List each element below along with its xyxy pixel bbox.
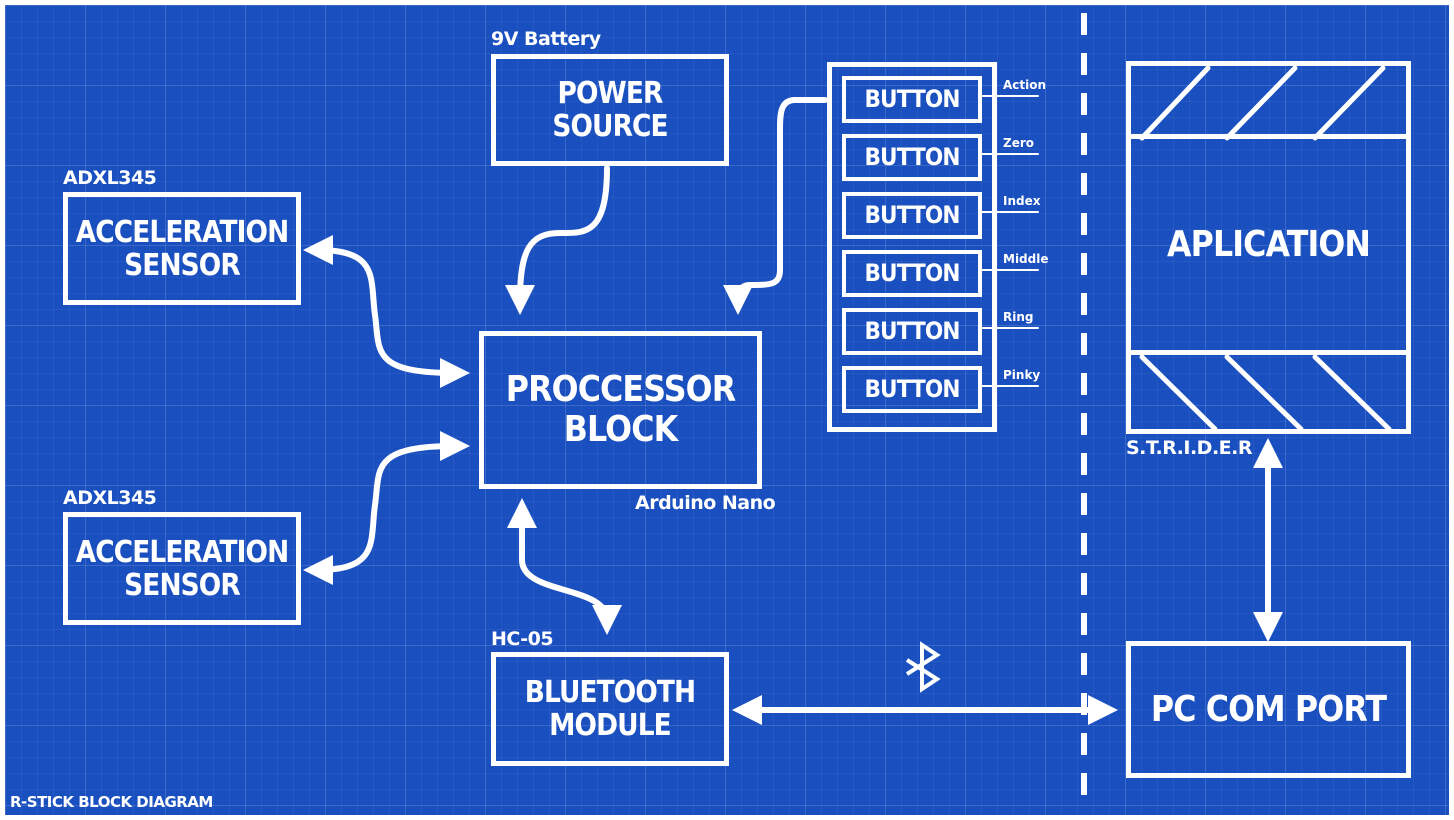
button-middle-box [842,250,982,297]
application-caption: S.T.R.I.D.E.R [1126,437,1253,459]
application-label: APLICATION [1166,223,1371,265]
button-ring-role: Ring [1003,310,1034,324]
bluetooth-module-label: BLUETOOTH MODULE [505,652,714,766]
button-ring-box [842,308,982,355]
sensor2-chip-label: ADXL345 [63,487,157,509]
diagram-title: R-STICK BLOCK DIAGRAM [10,793,213,811]
button-index-box [842,192,982,239]
sensor2-processor-link [303,431,470,585]
pc-com-port-box [1126,641,1411,778]
pc-com-port-label: PC COM PORT [1150,688,1387,730]
acceleration-sensor-2-label: ACCELERATION SENSOR [75,512,289,625]
power-line2: SOURCE [552,109,668,144]
processor-block-box [479,331,762,489]
processor-block-label: PROCCESSOR BLOCK [496,331,745,489]
bluetooth-icon [905,641,941,693]
button-middle-label: BUTTON [864,259,960,288]
application-bottom-divider [1126,350,1411,355]
buttons-processor-link [723,97,828,315]
power-processor-link [505,165,610,315]
sensor1-line2: SENSOR [124,247,241,283]
blueprint-canvas: ADXL345 ACCELERATION SENSOR ADXL345 ACCE… [5,5,1449,815]
power-source-box [491,54,729,166]
button-pinky-box [842,366,982,413]
sensor2-line1: ACCELERATION [75,534,289,570]
button-action-label: BUTTON [864,85,960,114]
processor-caption: Arduino Nano [635,492,776,514]
processor-bluetooth-link [507,498,622,635]
button-zero-label: BUTTON [864,143,960,172]
sensor1-line1: ACCELERATION [75,214,289,250]
button-index-label: BUTTON [864,201,960,230]
sensor1-chip-label: ADXL345 [63,167,157,189]
button-middle-role: Middle [1003,252,1049,266]
bluetooth-line1: BLUETOOTH [524,675,696,710]
acceleration-sensor-1-label: ACCELERATION SENSOR [75,192,289,305]
button-ring-label: BUTTON [864,317,960,346]
button-action-role: Action [1003,78,1047,92]
buttons-group-box [827,62,997,432]
processor-line2: BLOCK [563,409,678,450]
acceleration-sensor-2-box [63,512,301,625]
button-pinky-role: Pinky [1003,368,1041,382]
sensor2-line2: SENSOR [124,567,241,603]
button-index-role: Index [1003,194,1041,208]
application-box [1126,61,1411,434]
processor-line1: PROCCESSOR [505,369,736,411]
power-caption: 9V Battery [491,28,601,50]
power-source-label: POWER SOURCE [505,54,714,166]
bluetooth-caption: HC-05 [491,628,554,650]
sensor1-processor-link [303,235,470,388]
acceleration-sensor-1-box [63,192,301,305]
button-pinky-label: BUTTON [864,375,960,404]
button-action-box [842,76,982,123]
button-zero-role: Zero [1003,136,1035,150]
bluetooth-module-box [491,652,729,766]
application-top-divider [1126,134,1411,139]
bluetooth-line2: MODULE [549,708,672,743]
connectors [303,13,1392,810]
power-line1: POWER [557,76,664,111]
button-zero-box [842,134,982,181]
